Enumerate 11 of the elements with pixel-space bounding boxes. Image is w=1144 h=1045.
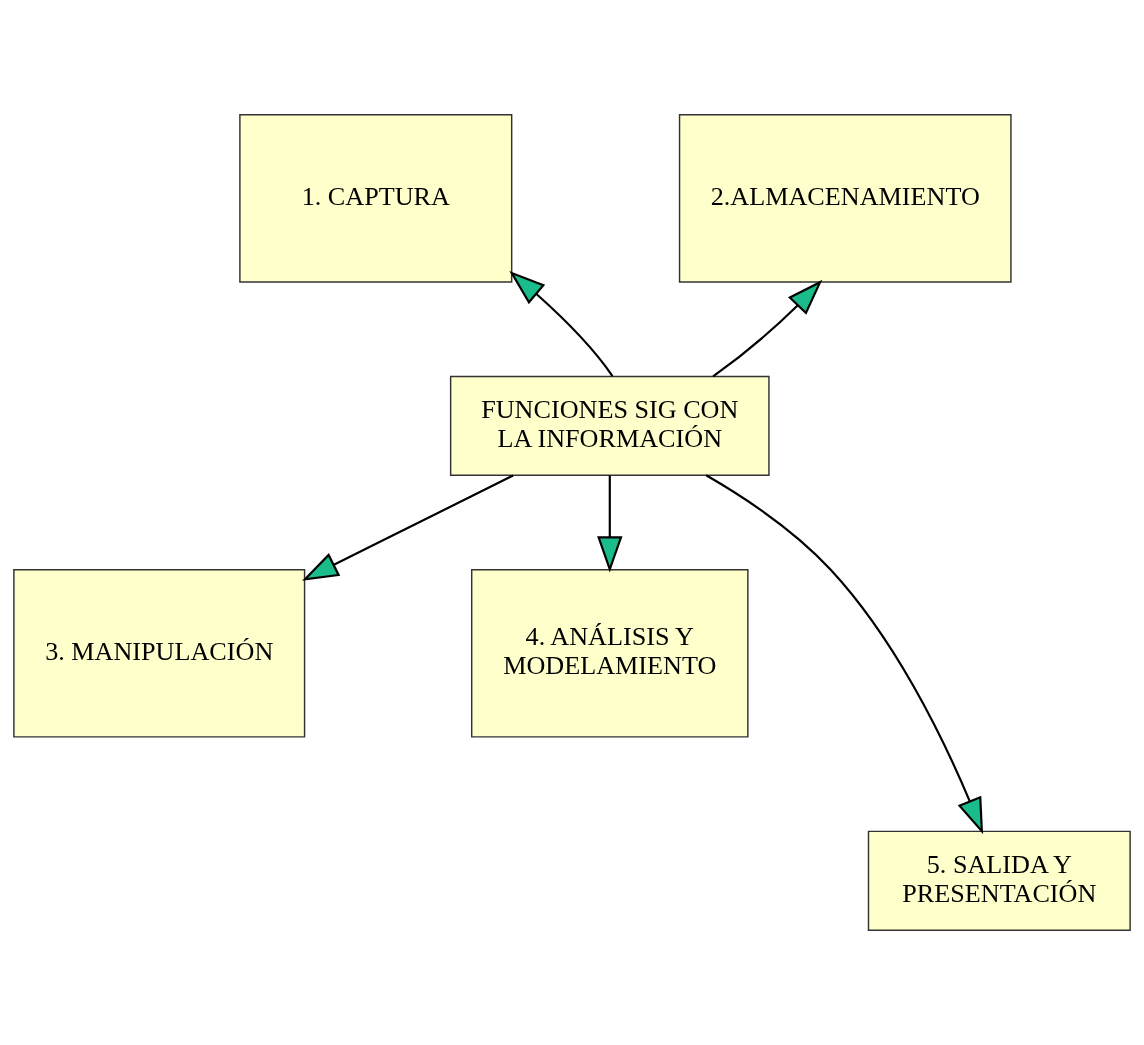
arrow [302, 474, 514, 581]
node-box: 4. ANÁLISIS Y MODELAMIENTO [471, 569, 749, 738]
node-box: 2.ALMACENAMIENTO [678, 114, 1012, 283]
node-box: 5. SALIDA Y PRESENTACIÓN [867, 830, 1131, 931]
arrow [509, 270, 614, 377]
arrow [597, 475, 623, 573]
node-box: 3. MANIPULACIÓN [13, 569, 306, 738]
arrow [712, 279, 823, 378]
arrow [705, 474, 984, 835]
node-box: 1. CAPTURA [239, 114, 513, 283]
node-box: FUNCIONES SIG CON LA INFORMACIÓN [449, 375, 770, 476]
